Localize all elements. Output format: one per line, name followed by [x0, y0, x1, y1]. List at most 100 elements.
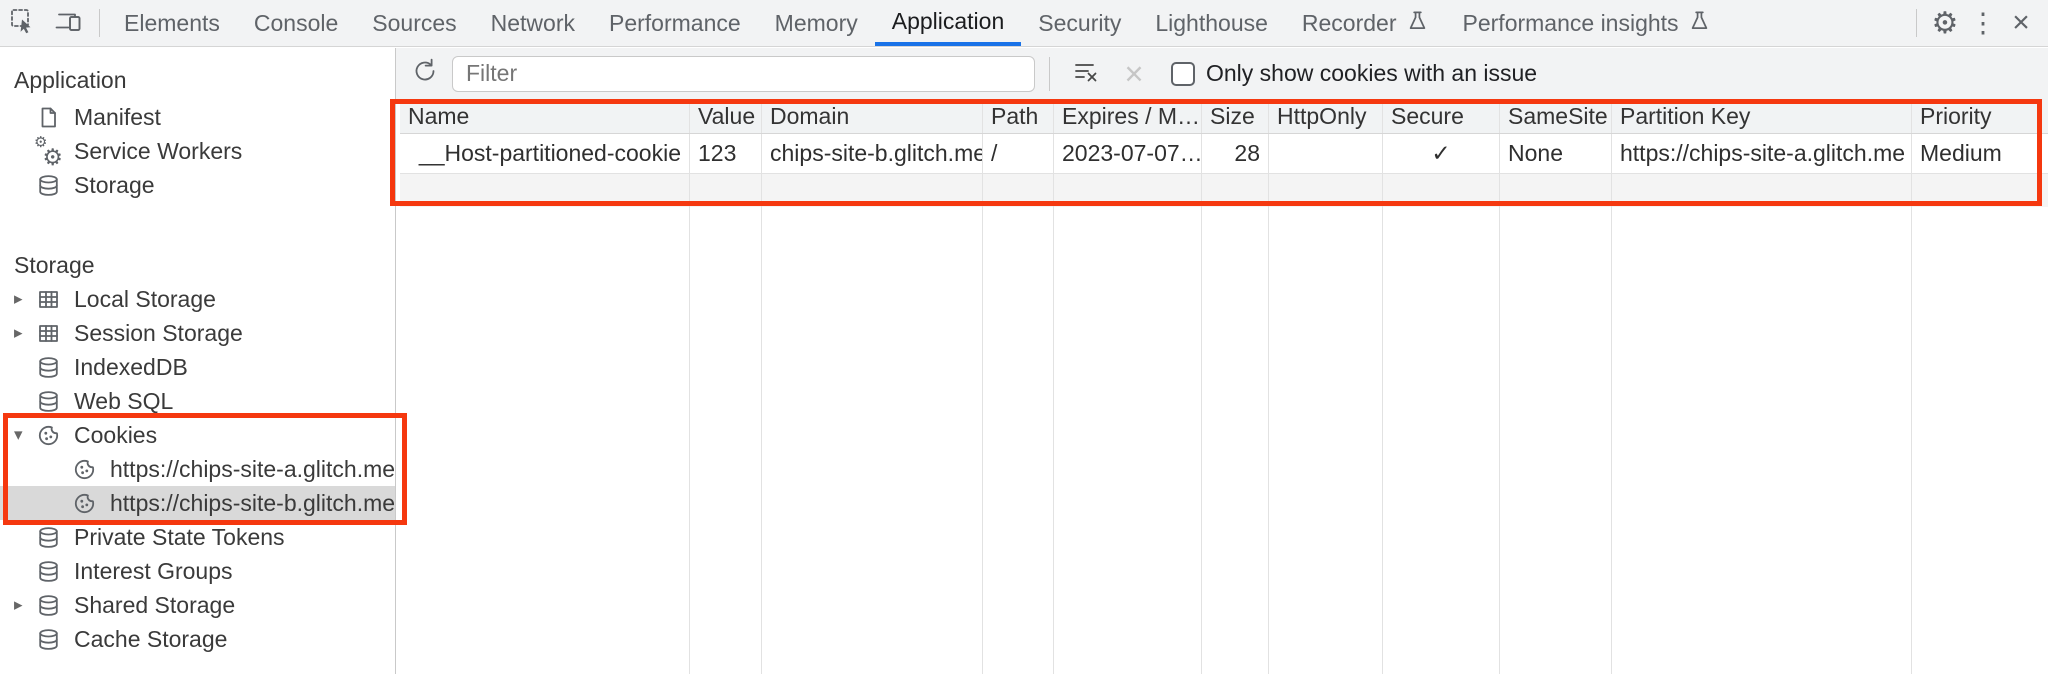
cell-httponly[interactable]	[1269, 134, 1383, 173]
tab-application[interactable]: Application	[874, 0, 1022, 46]
tab-label: Performance	[609, 9, 741, 36]
database-icon	[36, 389, 61, 414]
clear-filter-button[interactable]	[1066, 54, 1106, 93]
sidebar-item-service-workers[interactable]: ⚙⚙ Service Workers	[0, 134, 395, 169]
tab-elements[interactable]: Elements	[107, 0, 237, 46]
cell-size[interactable]: 28	[1202, 134, 1269, 173]
sidebar-item-cookies[interactable]: ▾ Cookies	[0, 418, 395, 452]
application-sidebar: Application Manifest ⚙⚙ Service Workers …	[0, 48, 396, 674]
tab-label: Network	[490, 9, 575, 36]
column-header-httponly[interactable]: HttpOnly	[1269, 99, 1383, 133]
column-header-partition-key[interactable]: Partition Key	[1612, 99, 1912, 133]
tab-security[interactable]: Security	[1021, 0, 1138, 46]
sidebar-item-label: https://chips-site-a.glitch.me	[110, 455, 396, 482]
empty-cell	[983, 174, 1054, 207]
tab-console[interactable]: Console	[237, 0, 355, 46]
sidebar-item-label: Shared Storage	[74, 591, 236, 618]
empty-cell	[400, 174, 690, 207]
database-icon	[36, 627, 61, 652]
table-icon	[36, 287, 61, 312]
devtools-tabbar: Elements Console Sources Network Perform…	[0, 0, 2048, 47]
empty-cell	[1202, 174, 1269, 207]
document-icon	[36, 105, 61, 130]
tab-label: Lighthouse	[1155, 9, 1268, 36]
sidebar-item-shared-storage[interactable]: ▸ Shared Storage	[0, 588, 395, 622]
column-header-path[interactable]: Path	[983, 99, 1054, 133]
empty-cell	[690, 174, 762, 207]
tab-sources[interactable]: Sources	[355, 0, 473, 46]
empty-cell	[1054, 207, 1202, 674]
settings-button[interactable]: ⚙	[1924, 0, 1966, 46]
tab-performance[interactable]: Performance	[592, 0, 758, 46]
sidebar-item-label: https://chips-site-b.glitch.me	[110, 489, 396, 516]
sidebar-item-label: Interest Groups	[74, 557, 233, 584]
column-header-name[interactable]: Name	[400, 99, 690, 133]
column-header-secure[interactable]: Secure	[1383, 99, 1500, 133]
tab-performance-insights[interactable]: Performance insights	[1446, 0, 1728, 46]
cell-domain[interactable]: chips-site-b.glitch.me	[762, 134, 983, 173]
cell-secure[interactable]: ✓	[1383, 134, 1500, 173]
empty-cell	[1612, 207, 1912, 674]
chevron-collapsed-icon[interactable]: ▸	[14, 289, 23, 308]
sidebar-item-label: Cookies	[74, 421, 158, 448]
table-icon	[36, 321, 61, 346]
column-header-samesite[interactable]: SameSite	[1500, 99, 1612, 133]
clear-all-button[interactable]: ×	[1114, 55, 1154, 93]
tab-network[interactable]: Network	[474, 0, 592, 46]
filter-input[interactable]	[452, 55, 1035, 92]
cell-path[interactable]: /	[983, 134, 1054, 173]
column-header-domain[interactable]: Domain	[762, 99, 983, 133]
database-icon	[36, 355, 61, 380]
column-header-expires[interactable]: Expires / M…	[1054, 99, 1202, 133]
sidebar-item-cookies-chips-site-b[interactable]: https://chips-site-b.glitch.me	[0, 486, 395, 520]
sidebar-item-interest-groups[interactable]: Interest Groups	[0, 554, 395, 588]
more-vertical-icon: ⋮	[1969, 7, 1997, 38]
experiment-flask-icon	[1406, 9, 1429, 38]
empty-cell	[1054, 174, 1202, 207]
chevron-collapsed-icon[interactable]: ▸	[14, 595, 23, 614]
gear-icon: ⚙	[1931, 6, 1959, 40]
sidebar-item-web-sql[interactable]: Web SQL	[0, 384, 395, 418]
empty-cell	[1500, 207, 1612, 674]
sidebar-item-local-storage[interactable]: ▸ Local Storage	[0, 282, 395, 316]
empty-cell	[1912, 174, 2041, 207]
device-toolbar-button[interactable]	[46, 0, 92, 46]
sidebar-item-storage[interactable]: Storage	[0, 168, 395, 202]
only-issue-checkbox[interactable]	[1171, 61, 1195, 86]
empty-cell	[1383, 207, 1500, 674]
only-issue-label[interactable]: Only show cookies with an issue	[1206, 60, 1538, 86]
empty-cell	[1612, 174, 1912, 207]
cell-samesite[interactable]: None	[1500, 134, 1612, 173]
chevron-collapsed-icon[interactable]: ▸	[14, 323, 23, 342]
sidebar-item-cookies-chips-site-a[interactable]: https://chips-site-a.glitch.me	[0, 452, 395, 486]
cell-value[interactable]: 123	[690, 134, 762, 173]
sidebar-item-private-state-tokens[interactable]: Private State Tokens	[0, 520, 395, 554]
column-header-value[interactable]: Value	[690, 99, 762, 133]
more-options-button[interactable]: ⋮	[1966, 0, 2000, 46]
cell-priority[interactable]: Medium	[1920, 140, 2002, 166]
cell-partition-key[interactable]: https://chips-site-a.glitch.me	[1612, 134, 1912, 173]
tab-label: Console	[253, 9, 339, 36]
column-header-size[interactable]: Size	[1202, 99, 1269, 133]
close-devtools-button[interactable]: ×	[2000, 0, 2042, 46]
sidebar-item-manifest[interactable]: Manifest	[0, 100, 395, 134]
sidebar-item-session-storage[interactable]: ▸ Session Storage	[0, 316, 395, 350]
tab-recorder[interactable]: Recorder	[1285, 0, 1446, 46]
sidebar-item-cache-storage[interactable]: Cache Storage	[0, 622, 395, 656]
close-icon: ×	[1124, 54, 1144, 92]
tab-memory[interactable]: Memory	[758, 0, 875, 46]
chevron-expanded-icon[interactable]: ▾	[14, 425, 23, 444]
refresh-icon	[409, 55, 441, 92]
sidebar-item-indexeddb[interactable]: IndexedDB	[0, 350, 395, 384]
database-icon	[36, 559, 61, 584]
cell-expires[interactable]: 2023-07-07…	[1054, 134, 1202, 173]
tab-lighthouse[interactable]: Lighthouse	[1138, 0, 1285, 46]
sidebar-item-label: IndexedDB	[74, 353, 188, 380]
cell-name[interactable]: __Host-partitioned-cookie	[400, 134, 690, 173]
table-row[interactable]: __Host-partitioned-cookie 123 chips-site…	[400, 134, 2048, 174]
cookie-icon	[36, 423, 61, 448]
refresh-button[interactable]	[408, 57, 442, 91]
empty-cell	[1202, 207, 1269, 674]
column-header-priority[interactable]: Priority	[1920, 102, 1992, 129]
inspect-element-button[interactable]	[0, 0, 46, 46]
